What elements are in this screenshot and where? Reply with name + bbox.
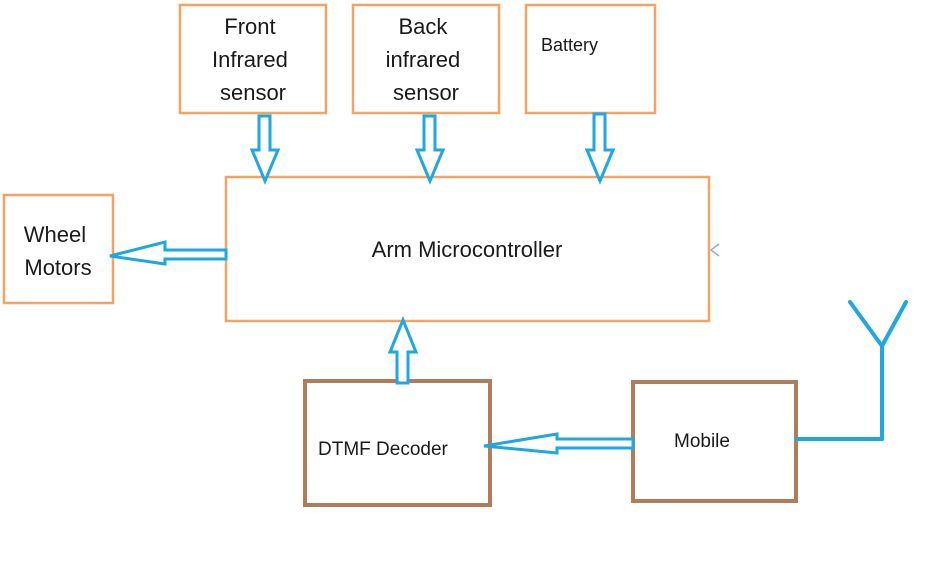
antenna-icon xyxy=(794,300,908,441)
arm-microcontroller-label: Arm Microcontroller xyxy=(372,237,563,262)
wheel-motors-box xyxy=(2,193,115,305)
dtmf-to-mcu-arrow xyxy=(387,316,419,385)
wheel-motors-line-2: Motors xyxy=(24,255,91,280)
wheel-motors-line-1: Wheel xyxy=(24,222,86,247)
front-ir-sensor-label: Front Infrared sensor xyxy=(212,14,294,105)
arm-microcontroller-box xyxy=(224,175,711,323)
front-ir-line-1: Front xyxy=(224,14,275,39)
dtmf-decoder-label: DTMF Decoder xyxy=(318,439,449,460)
dtmf-line-1: DTMF Decoder xyxy=(318,439,449,460)
back-ir-line-3: sensor xyxy=(393,80,459,105)
dtmf-decoder-box xyxy=(303,379,492,507)
back-ir-sensor-box xyxy=(351,3,501,115)
back-ir-line-2: infrared xyxy=(386,47,461,72)
battery-box xyxy=(524,3,657,115)
back-ir-line-1: Back xyxy=(398,14,448,39)
mobile-box xyxy=(631,380,798,503)
back-ir-to-mcu-arrow xyxy=(414,114,446,185)
wheel-motors-label: Wheel Motors xyxy=(24,222,92,280)
front-ir-sensor-box xyxy=(178,3,328,115)
mcu-to-wheel-motors-arrow xyxy=(109,240,228,266)
arm-mcu-line-1: Arm Microcontroller xyxy=(372,237,563,262)
battery-to-mcu-arrow xyxy=(584,112,616,185)
small-arrowhead-icon xyxy=(709,243,720,257)
mobile-line-1: Mobile xyxy=(674,431,730,452)
battery-line-1: Battery xyxy=(541,35,598,55)
mobile-label: Mobile xyxy=(674,431,730,452)
front-ir-to-mcu-arrow xyxy=(249,114,281,185)
mobile-to-dtmf-arrow xyxy=(483,432,635,455)
front-ir-line-3: sensor xyxy=(220,80,286,105)
back-ir-sensor-label: Back infrared sensor xyxy=(386,14,467,105)
battery-label: Battery xyxy=(541,35,598,55)
front-ir-line-2: Infrared xyxy=(212,47,288,72)
